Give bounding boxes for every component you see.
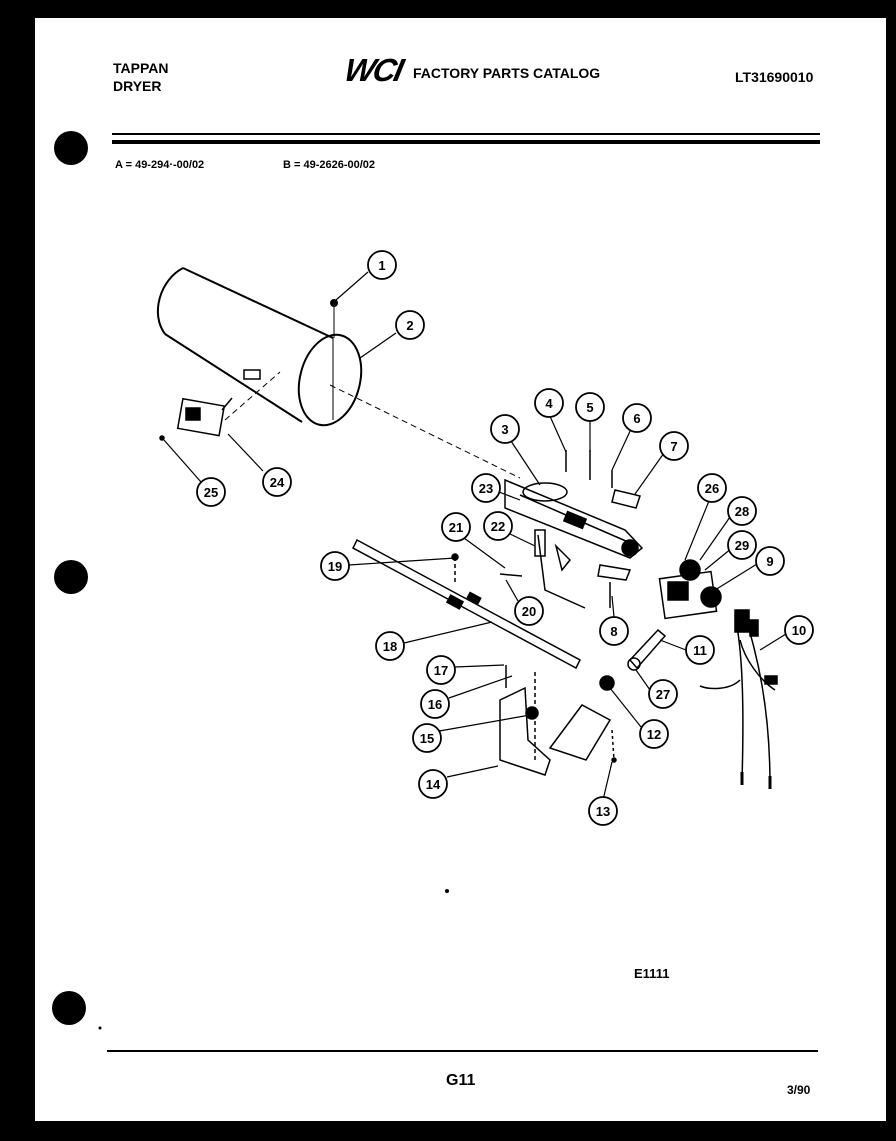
callout-bubble [727, 530, 757, 560]
callout-bubble [514, 596, 544, 626]
callout-bubble [412, 723, 442, 753]
ignitor-part [499, 529, 586, 609]
callout-number: 13 [596, 804, 610, 819]
callout-bubble [426, 655, 456, 685]
brand-name: TAPPAN [113, 60, 169, 76]
callout-number: 27 [656, 687, 670, 702]
callout-bubble [395, 310, 425, 340]
callout-number: 29 [735, 538, 749, 553]
callout-number: 28 [735, 504, 749, 519]
wire-harness [699, 609, 778, 789]
callout-bubble [534, 388, 564, 418]
callout-number: 1 [378, 258, 385, 273]
binder-hole-middle [54, 560, 88, 594]
callout-number: 3 [501, 422, 508, 437]
callout-bubble [375, 631, 405, 661]
callout-bubble [196, 477, 226, 507]
dashed-alignment [224, 371, 521, 479]
callout-number: 5 [586, 400, 593, 415]
callout-number: 23 [479, 481, 493, 496]
callout-bubbles [196, 250, 814, 826]
callout-number: 11 [693, 643, 707, 658]
support-rod [352, 538, 581, 670]
callout-number: 10 [792, 623, 806, 638]
callout-bubble [320, 551, 350, 581]
mounting-bracket [499, 665, 617, 776]
callout-bubble [784, 615, 814, 645]
callout-bubble [441, 512, 471, 542]
callout-number: 2 [406, 318, 413, 333]
callout-bubble [755, 546, 785, 576]
catalog-page [35, 18, 886, 1121]
leader-lines [163, 271, 787, 801]
callout-bubble [639, 719, 669, 749]
callout-bubble [367, 250, 397, 280]
callout-bubble [599, 616, 629, 646]
callout-bubble [648, 679, 678, 709]
callout-number: 12 [647, 727, 661, 742]
model-a: A = 49-294·-00/02 [115, 159, 205, 171]
model-b: B = 49-2626-00/02 [283, 159, 376, 171]
callout-number: 22 [491, 519, 505, 534]
callout-bubble [418, 769, 448, 799]
binder-hole-top [54, 131, 88, 165]
callout-number: 4 [545, 396, 553, 411]
callout-bubble [420, 689, 450, 719]
callout-bubble [490, 414, 520, 444]
drum-assembly [156, 267, 363, 427]
callout-number: 25 [204, 485, 218, 500]
igniter-assembly [159, 397, 233, 441]
callout-number: 15 [420, 731, 434, 746]
orifice-fittings [599, 628, 667, 691]
figure-code: E1111 [634, 966, 670, 981]
catalog-number: LT31690010 [735, 69, 814, 85]
callout-number: 21 [449, 520, 463, 535]
callout-bubble [622, 403, 652, 433]
callout-number: 8 [610, 624, 617, 639]
binder-hole-bottom [52, 991, 86, 1025]
callout-number: 16 [428, 697, 442, 712]
callout-bubble [471, 473, 501, 503]
page-number: G11 [446, 1072, 476, 1089]
callout-number: 20 [522, 604, 536, 619]
catalog-title: FACTORY PARTS CATALOG [413, 65, 601, 81]
callout-number: 19 [328, 559, 342, 574]
callout-bubble [262, 467, 292, 497]
callout-number: 7 [670, 439, 677, 454]
callout-number: 14 [426, 777, 441, 792]
callout-bubble [659, 431, 689, 461]
scan-specks [98, 889, 671, 1129]
callout-number: 17 [434, 663, 448, 678]
callout-number: 6 [633, 411, 640, 426]
callout-bubble [727, 496, 757, 526]
callout-bubble [685, 635, 715, 665]
callout-numbers: 1 2 3 4 5 6 7 8 9 10 11 12 13 14 15 16 1… [204, 258, 806, 819]
callout-bubble [575, 392, 605, 422]
header-rules [107, 133, 820, 1052]
callout-bubble [483, 511, 513, 541]
burner-tube-assembly [504, 450, 644, 608]
callout-number: 26 [705, 481, 719, 496]
gas-valve-assembly [658, 559, 722, 620]
callout-number: 24 [270, 475, 285, 490]
callout-bubble [588, 796, 618, 826]
callout-number: 9 [766, 554, 773, 569]
revision-date: 3/90 [787, 1083, 811, 1097]
product-type: DRYER [113, 78, 162, 94]
callout-bubble [697, 473, 727, 503]
callout-number: 18 [383, 639, 397, 654]
